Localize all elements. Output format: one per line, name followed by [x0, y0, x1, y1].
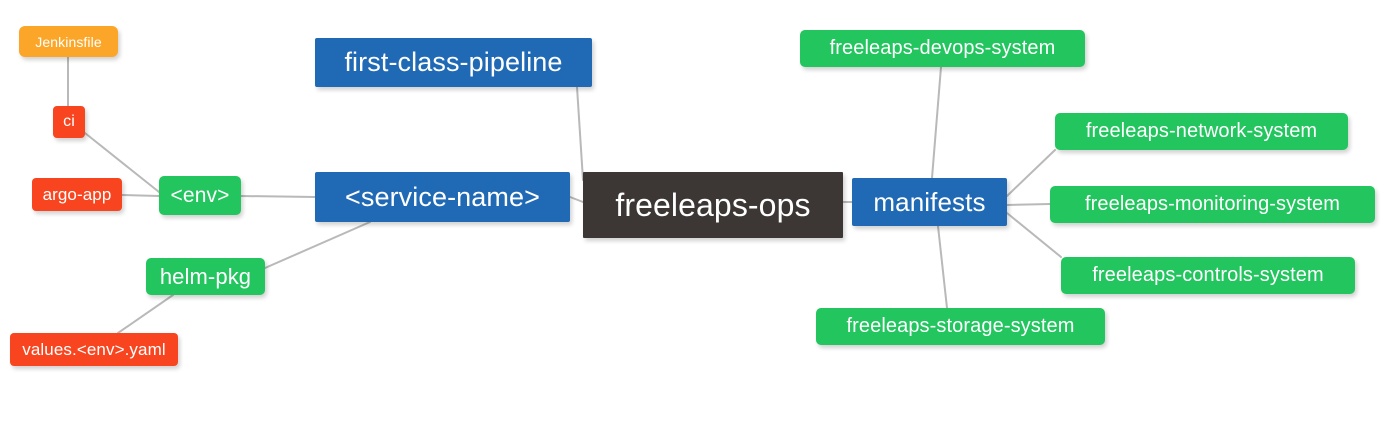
- edge-manifests-storage: [937, 225, 948, 309]
- node-helm-pkg[interactable]: helm-pkg: [146, 258, 265, 295]
- node-freeleaps-controls-system[interactable]: freeleaps-controls-system: [1061, 257, 1355, 294]
- edge-helm-values: [117, 294, 174, 334]
- edge-manifests-network: [1006, 149, 1056, 197]
- node-jenkinsfile[interactable]: Jenkinsfile: [19, 26, 118, 57]
- node-values-env-yaml[interactable]: values.<env>.yaml: [10, 333, 178, 366]
- edge-ops-pipeline: [576, 86, 584, 181]
- node-argo-app[interactable]: argo-app: [32, 178, 122, 211]
- edge-manifests-monitor: [1006, 203, 1051, 206]
- node-ci[interactable]: ci: [53, 106, 85, 138]
- node-manifests[interactable]: manifests: [852, 178, 1007, 226]
- node-env[interactable]: <env>: [159, 176, 241, 215]
- node-freeleaps-devops-system[interactable]: freeleaps-devops-system: [800, 30, 1085, 67]
- node-freeleaps-network-system[interactable]: freeleaps-network-system: [1055, 113, 1348, 150]
- node-freeleaps-storage-system[interactable]: freeleaps-storage-system: [816, 308, 1105, 345]
- edge-service-helm: [264, 221, 371, 269]
- edge-ops-service: [569, 196, 584, 203]
- node-first-class-pipeline[interactable]: first-class-pipeline: [315, 38, 592, 87]
- edge-service-env: [240, 195, 316, 198]
- node-freeleaps-ops[interactable]: freeleaps-ops: [583, 172, 843, 238]
- edge-env-argo: [121, 194, 160, 197]
- edge-manifests-devops: [931, 66, 942, 179]
- node-freeleaps-monitoring-system[interactable]: freeleaps-monitoring-system: [1050, 186, 1375, 223]
- node-service-name[interactable]: <service-name>: [315, 172, 570, 222]
